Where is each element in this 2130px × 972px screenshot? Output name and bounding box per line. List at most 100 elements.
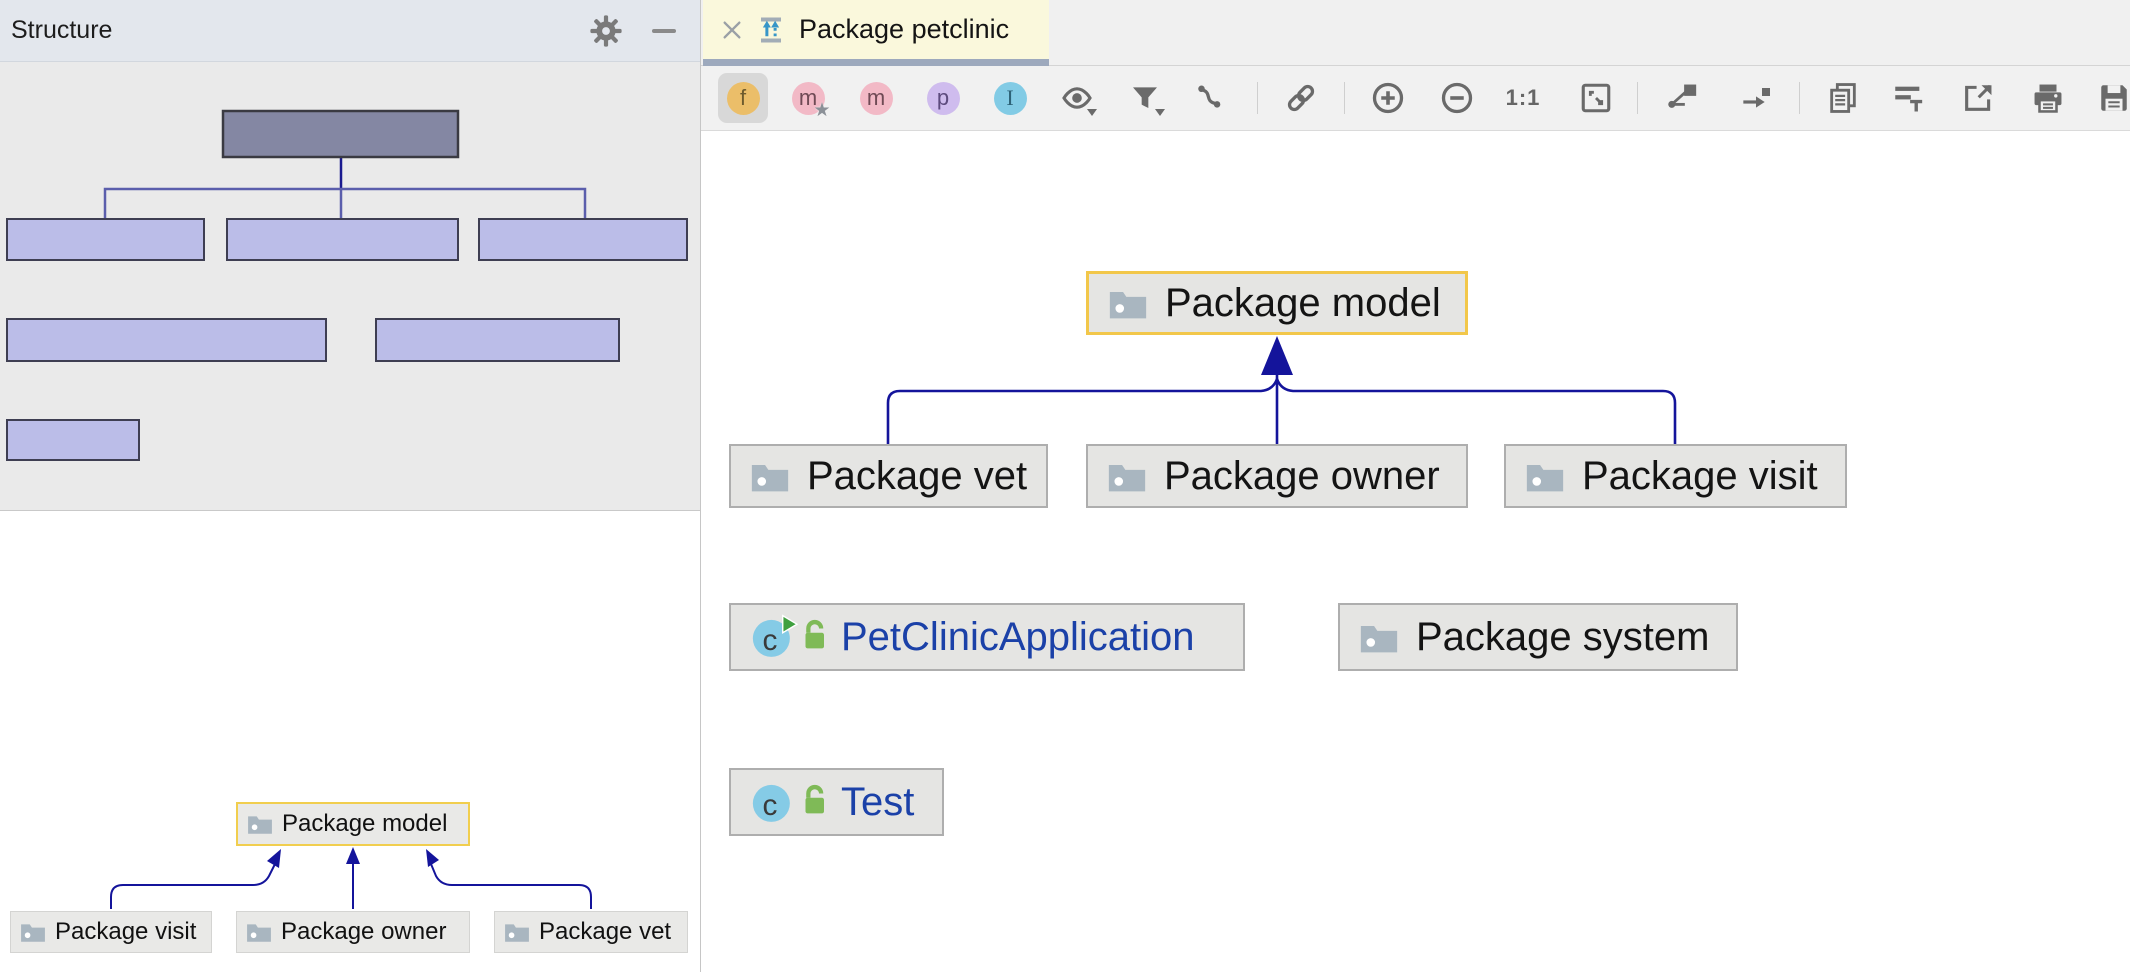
svg-text:c: c (762, 789, 777, 822)
chevron-down-icon (1087, 109, 1097, 116)
export-diagram-button[interactable] (1956, 76, 2000, 120)
package-icon (1526, 464, 1564, 491)
package-icon (1109, 291, 1147, 318)
printer-icon (2034, 84, 2062, 113)
show-methods-toggle[interactable]: m (854, 76, 898, 120)
gear-icon (590, 14, 622, 47)
editor-tab-bar: Package petclinic (701, 0, 2130, 66)
print-button[interactable] (2026, 76, 2070, 120)
methods-icon: m (859, 81, 893, 115)
show-edge-labels-button[interactable] (1279, 76, 1323, 120)
diagram-edges (886, 336, 1677, 444)
show-inner-classes-toggle[interactable]: I (988, 76, 1032, 120)
inner-classes-icon: I (993, 81, 1027, 115)
preview-node-package-vet[interactable]: Package vet (494, 911, 688, 953)
actual-size-button[interactable]: 1:1 (1501, 76, 1545, 120)
tab-package-petclinic[interactable]: Package petclinic (703, 0, 1049, 59)
package-icon (1360, 625, 1398, 652)
node-label: Package owner (1164, 453, 1440, 498)
preview-node-label: Package visit (55, 918, 197, 945)
package-icon (247, 924, 271, 942)
zoom-out-button[interactable] (1435, 76, 1479, 120)
fields-icon: f (726, 81, 760, 115)
node-package-vet[interactable]: Package vet (729, 444, 1048, 508)
preview-node-label: Package owner (281, 918, 447, 945)
close-icon[interactable] (721, 19, 743, 41)
copy-diagram-button[interactable] (1821, 76, 1865, 120)
tab-label: Package petclinic (799, 14, 1010, 44)
diagram-toolbar: f m ★ m p I (701, 66, 2130, 131)
node-test[interactable]: c Test (729, 768, 944, 836)
node-label: PetClinicApplication (841, 614, 1195, 659)
visibility-level-button[interactable] (1055, 76, 1099, 120)
copy-icon (1830, 83, 1856, 113)
minimap-node (6, 419, 140, 461)
show-fields-toggle[interactable]: f (718, 73, 768, 123)
minimap-node-selected (221, 109, 460, 159)
package-icon (505, 924, 529, 942)
preview-node-package-owner[interactable]: Package owner (236, 911, 470, 953)
diagram-minimap[interactable] (0, 62, 700, 510)
package-icon (1108, 464, 1146, 491)
toolbar-separator (1799, 82, 1800, 114)
save-icon (2101, 85, 2127, 111)
eye-icon (1062, 87, 1092, 109)
link-icon (1287, 84, 1315, 112)
chevron-down-icon (1155, 109, 1165, 116)
node-label: Package system (1416, 614, 1710, 659)
text-details-icon (1895, 86, 1923, 112)
route-edge-icon (1743, 88, 1770, 108)
fit-content-icon (1581, 83, 1611, 113)
package-icon (248, 816, 272, 834)
show-dependencies-button[interactable] (1188, 76, 1232, 120)
filter-icon (1133, 87, 1157, 108)
structure-panel: Structure (0, 0, 701, 972)
dependency-curve-icon (1198, 85, 1221, 108)
uml-diagram-icon (761, 17, 781, 42)
preview-node-package-model[interactable]: Package model (236, 802, 470, 846)
filter-button[interactable] (1123, 76, 1167, 120)
node-label: Package model (1165, 280, 1441, 325)
route-edges-button[interactable] (1734, 76, 1778, 120)
minimize-icon (652, 28, 676, 33)
zoom-in-button[interactable] (1366, 76, 1410, 120)
preview-node-package-visit[interactable]: Package visit (10, 911, 212, 953)
node-label: Package visit (1582, 453, 1818, 498)
settings-button[interactable] (584, 9, 628, 53)
star-icon: ★ (813, 99, 831, 121)
hide-panel-button[interactable] (642, 9, 686, 53)
minimap-node (375, 318, 620, 362)
runnable-class-icon: c (752, 614, 824, 657)
structure-panel-title: Structure (11, 16, 113, 44)
structure-preview: Package model Package visit Package owne… (0, 510, 700, 972)
class-icon: c (752, 784, 824, 822)
node-package-owner[interactable]: Package owner (1086, 444, 1468, 508)
properties-icon: p (926, 81, 960, 115)
layout-icon (1668, 84, 1697, 108)
minimap-node (478, 218, 688, 261)
node-package-system[interactable]: Package system (1338, 603, 1738, 671)
package-icon (751, 464, 789, 491)
actual-size-label: 1:1 (1505, 85, 1541, 110)
minimap-node (226, 218, 459, 261)
diagram-canvas[interactable]: Package model Package vet Package owner … (701, 131, 2130, 972)
node-label: Test (841, 779, 915, 824)
svg-text:c: c (762, 624, 777, 657)
apply-layout-button[interactable] (1660, 76, 1704, 120)
toolbar-separator (1257, 82, 1258, 114)
fit-content-button[interactable] (1574, 76, 1618, 120)
zoom-in-icon (1372, 82, 1404, 114)
show-constructors-toggle[interactable]: m ★ (786, 76, 831, 121)
active-tab-underline (703, 59, 1049, 66)
node-package-visit[interactable]: Package visit (1504, 444, 1847, 508)
minimap-node (6, 318, 327, 362)
save-diagram-button[interactable] (2092, 76, 2130, 120)
minimap-node (6, 218, 205, 261)
show-properties-toggle[interactable]: p (921, 76, 965, 120)
node-package-model[interactable]: Package model (1086, 271, 1468, 335)
node-details-button[interactable] (1886, 76, 1930, 120)
export-icon (1965, 84, 1992, 111)
package-icon (21, 924, 45, 942)
node-petclinicapplication[interactable]: c PetClinicApplication (729, 603, 1245, 671)
